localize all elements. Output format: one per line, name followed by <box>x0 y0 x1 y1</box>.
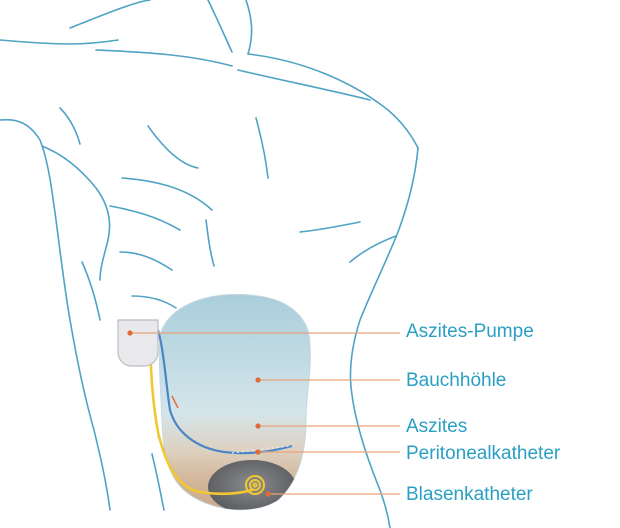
bladder-shape <box>208 460 296 514</box>
sternum-line <box>206 220 214 266</box>
left-shoulder-line <box>0 40 118 44</box>
marker-dot-cavity <box>255 377 260 382</box>
marker-dot-ascites <box>255 423 260 428</box>
chest-line-center <box>148 126 198 168</box>
rib-line-2 <box>120 252 172 270</box>
label-bladder-catheter: Blasenkatheter <box>406 485 533 505</box>
label-ascites: Aszites <box>406 417 467 437</box>
left-hip-line <box>152 454 164 510</box>
right-chest-line <box>256 118 268 178</box>
rib-line-1 <box>110 206 180 230</box>
left-chest-line <box>60 108 80 144</box>
right-torso-line <box>300 222 360 232</box>
right-waist-line <box>350 236 396 262</box>
rib-line-3 <box>132 296 176 308</box>
label-ascites-pump: Aszites-Pumpe <box>406 322 534 342</box>
left-arm-line <box>0 120 110 510</box>
label-peritoneal-catheter: Peritonealkatheter <box>406 444 560 464</box>
left-torso-line <box>42 146 110 280</box>
neck-left-line <box>70 0 150 28</box>
neck-center-line <box>246 0 252 54</box>
marker-dot-bladder <box>265 491 270 496</box>
ascites-pump <box>118 320 158 366</box>
marker-dot-pump <box>127 330 132 335</box>
left-waist-line <box>82 262 100 320</box>
neck-right-line <box>208 0 232 52</box>
left-collar-line <box>96 50 232 66</box>
chest-line-left <box>122 178 212 210</box>
label-abdominal-cavity: Bauchhöhle <box>406 371 506 391</box>
right-shoulder-line <box>248 54 418 148</box>
marker-dot-peritoneal <box>255 449 260 454</box>
pump-body-shape <box>118 320 158 366</box>
